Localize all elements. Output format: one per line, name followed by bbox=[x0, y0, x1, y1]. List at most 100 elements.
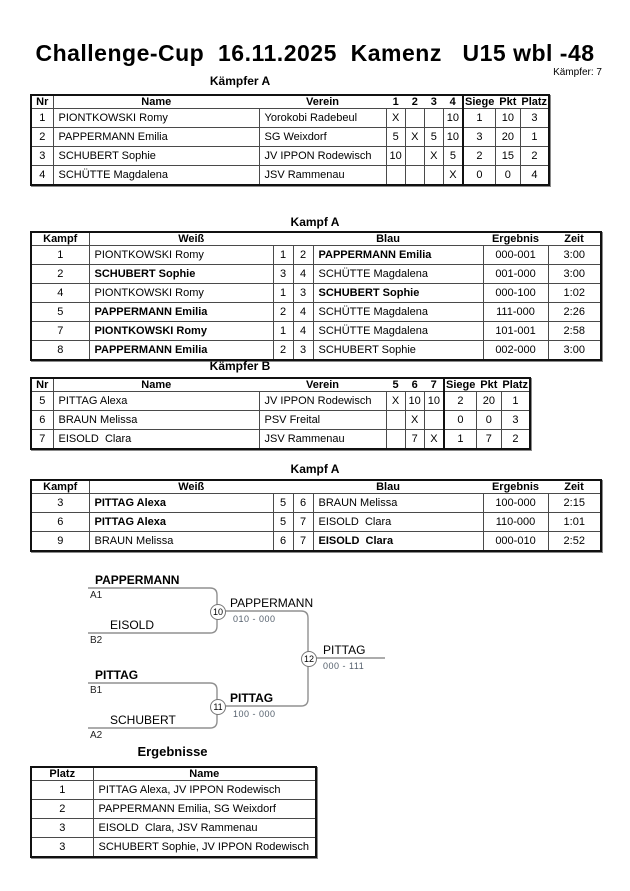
col-siege: Siege bbox=[461, 94, 496, 109]
col-5: 5 bbox=[386, 377, 405, 392]
table-cell: 001-000 bbox=[482, 264, 549, 284]
table-cell: 3 bbox=[500, 410, 531, 430]
col-siege: Siege bbox=[442, 377, 477, 392]
col-3: 3 bbox=[424, 94, 444, 109]
pool-a-header-row: Nr Name Verein 1 2 3 4 Siege Pkt Platz bbox=[31, 94, 550, 109]
table-cell bbox=[423, 410, 445, 430]
bouts-b-heading: Kampf A bbox=[290, 462, 340, 476]
table-cell: X bbox=[404, 410, 425, 430]
col-ergebnis: Ergebnis bbox=[483, 231, 548, 246]
table-cell: 3 bbox=[30, 493, 90, 513]
col-weiss: Weiß bbox=[88, 231, 293, 246]
table-cell: 5 bbox=[30, 302, 90, 322]
col-pkt: Pkt bbox=[495, 94, 521, 109]
table-cell: 10 bbox=[442, 127, 464, 147]
table-cell: PAPPERMANN Emilia bbox=[88, 340, 274, 361]
table-cell: 0 bbox=[461, 165, 496, 186]
bout-10-winner: PAPPERMANN bbox=[230, 596, 314, 610]
table-cell: EISOLD Clara bbox=[312, 512, 484, 532]
table-cell: 101-001 bbox=[482, 321, 549, 341]
table-cell: SCHUBERT Sophie bbox=[312, 340, 484, 361]
table-cell: JV IPPON Rodewisch bbox=[258, 146, 387, 166]
table-cell: 2:52 bbox=[547, 531, 602, 552]
bout-12-winner: PITTAG bbox=[323, 643, 366, 657]
table-cell: 2 bbox=[500, 429, 531, 450]
table-cell: 1:01 bbox=[547, 512, 602, 532]
table-cell bbox=[385, 165, 406, 186]
bout-12-node: 12 bbox=[301, 651, 317, 667]
table-cell: 0 bbox=[442, 410, 477, 430]
table-cell: 20 bbox=[494, 127, 521, 147]
table-cell: EISOLD Clara, JSV Rammenau bbox=[92, 818, 317, 838]
table-cell: 10 bbox=[494, 108, 521, 128]
table-cell: 10 bbox=[423, 391, 445, 411]
table-cell bbox=[423, 165, 444, 186]
table-cell: 110-000 bbox=[482, 512, 549, 532]
table-cell: 2 bbox=[30, 264, 90, 284]
bout-11-score: 100 - 000 bbox=[233, 709, 276, 719]
results-heading: Ergebnisse bbox=[137, 744, 208, 759]
table-cell: 4 bbox=[30, 283, 90, 303]
pool-b-heading: Kämpfer B bbox=[209, 359, 271, 373]
table-cell: 0 bbox=[494, 165, 521, 186]
table-cell: 2 bbox=[272, 340, 294, 361]
table-cell: EISOLD Clara bbox=[52, 429, 260, 450]
table-cell: 000-010 bbox=[482, 531, 549, 552]
col-nr: Nr bbox=[31, 94, 53, 109]
table-cell: 3:00 bbox=[547, 340, 602, 361]
table-cell: 3 bbox=[30, 837, 94, 858]
table-cell: 1:02 bbox=[547, 283, 602, 303]
pool-b-header-row: Nr Name Verein 5 6 7 Siege Pkt Platz bbox=[31, 377, 531, 392]
page-title: Challenge-Cup 16.11.2025 Kamenz U15 wbl … bbox=[35, 40, 595, 66]
col-name: Name bbox=[52, 377, 259, 392]
table-cell: 2 bbox=[272, 302, 294, 322]
col-name: Name bbox=[52, 94, 259, 109]
col-verein: Verein bbox=[259, 377, 386, 392]
table-cell: 7 bbox=[30, 429, 54, 450]
table-cell: 3:00 bbox=[547, 245, 602, 265]
bout-10-score: 010 - 000 bbox=[233, 614, 276, 624]
table-cell: 3 bbox=[30, 146, 54, 166]
table-cell: X bbox=[385, 391, 406, 411]
table-cell: 7 bbox=[475, 429, 502, 450]
table-cell bbox=[423, 108, 444, 128]
table-cell: 10 bbox=[385, 146, 406, 166]
table-cell: 3 bbox=[292, 283, 314, 303]
table-cell: 5 bbox=[442, 146, 464, 166]
table-cell: 5 bbox=[272, 512, 294, 532]
bout-10-node: 10 bbox=[210, 604, 226, 620]
table-cell: PSV Freital bbox=[258, 410, 387, 430]
table-cell: PIONTKOWSKI Romy bbox=[88, 245, 274, 265]
table-cell: 1 bbox=[272, 283, 294, 303]
table-cell: 5 bbox=[30, 391, 54, 411]
bouts-a-heading: Kampf A bbox=[290, 215, 340, 229]
table-cell: 7 bbox=[292, 531, 314, 552]
table-cell: 1 bbox=[461, 108, 496, 128]
col-1: 1 bbox=[386, 94, 406, 109]
table-cell: 002-000 bbox=[482, 340, 549, 361]
table-cell: SCHÜTTE Magdalena bbox=[52, 165, 260, 186]
table-cell: PAPPERMANN Emilia bbox=[52, 127, 260, 147]
bracket-seed-b1: B1 bbox=[90, 685, 103, 696]
table-cell: 20 bbox=[475, 391, 502, 411]
table-cell: PAPPERMANN Emilia bbox=[312, 245, 484, 265]
table-cell: 5 bbox=[385, 127, 406, 147]
table-cell: 100-000 bbox=[482, 493, 549, 513]
table-cell: 2 bbox=[461, 146, 496, 166]
bracket-entry-a2: SCHUBERT bbox=[110, 713, 176, 727]
table-cell: 1 bbox=[519, 127, 550, 147]
